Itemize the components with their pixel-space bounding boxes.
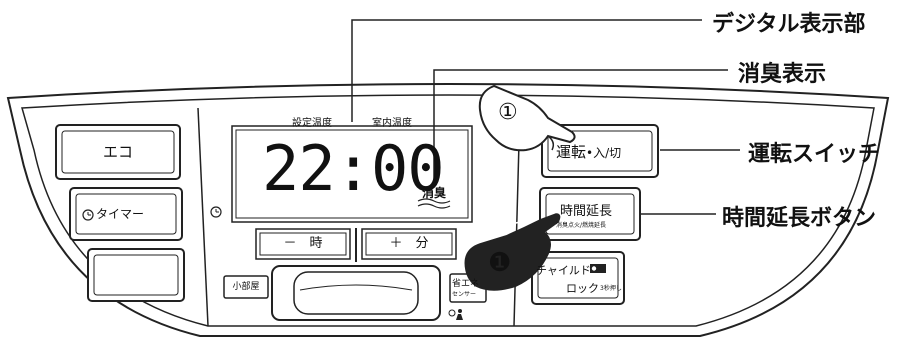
display-lcd (235, 129, 469, 219)
set-temp-label: 設定温度 (292, 118, 332, 129)
step-1-marker-filled: ❶ (488, 248, 512, 278)
energy-saving-sublabel: センサー (452, 291, 477, 298)
callout-deodorize-display: 消臭表示 (738, 62, 827, 87)
blank-button[interactable] (94, 255, 178, 295)
power-button-sub-label: •入/切 (586, 146, 622, 160)
wave-icon (417, 198, 451, 204)
sensor-figure (456, 314, 463, 320)
child-lock-sub-label: ロック (566, 282, 599, 295)
extend-button-label[interactable]: 時間延長 (560, 204, 613, 219)
power-button[interactable]: 運転•入/切 (556, 141, 621, 162)
small-room-button[interactable]: 小部屋 (232, 282, 260, 292)
extend-button-sublabel: 消臭点火/燃焼延長 (556, 222, 607, 229)
hour-button[interactable]: － 時 (283, 236, 323, 251)
energy-saving-button[interactable]: 省エネ (452, 279, 480, 289)
pointing-hand-outline (478, 84, 576, 152)
callout-digital-display: デジタル表示部 (712, 12, 866, 37)
pointing-hand-filled (464, 213, 561, 291)
timer-button[interactable]: タイマー (96, 207, 145, 221)
left-divider (197, 107, 209, 327)
deodorize-indicator: 消臭 (422, 186, 447, 200)
step-1-marker-outline: ① (498, 100, 518, 125)
callout-extend-button: 時間延長ボタン (722, 206, 877, 231)
clock-icon (210, 206, 222, 218)
key-icon (590, 264, 606, 273)
leader-line-deodorize (433, 69, 728, 180)
eco-button[interactable]: エコ (102, 143, 133, 161)
center-slot-inner (293, 271, 419, 315)
digital-time-readout: 22:00 (262, 132, 445, 205)
small-room-button-frame (223, 275, 269, 299)
minute-button[interactable]: ＋ 分 (389, 236, 429, 251)
callout-power-switch: 運転スイッチ (748, 142, 881, 167)
sensor-dot (448, 309, 456, 317)
child-lock-note: 3秒押し (600, 285, 622, 292)
child-lock-button-label[interactable]: チャイルド (536, 264, 591, 277)
leader-line-display (351, 19, 702, 122)
clock-icon (82, 209, 94, 221)
power-button-label: 運転 (556, 143, 587, 161)
room-temp-label: 室内温度 (372, 118, 412, 129)
